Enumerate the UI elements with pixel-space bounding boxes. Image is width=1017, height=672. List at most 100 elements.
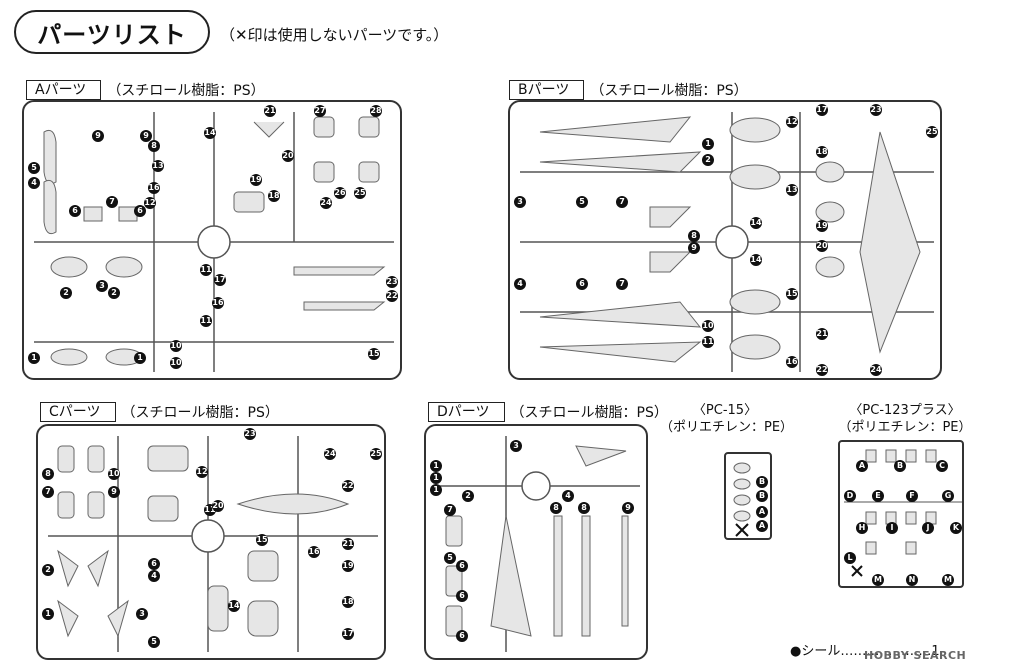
pc15-letter: B xyxy=(756,490,768,502)
part-num: 2 xyxy=(702,154,714,166)
part-num: 9 xyxy=(108,486,120,498)
part-num: 23 xyxy=(870,104,882,116)
part-num: 4 xyxy=(148,570,160,582)
part-num: 3 xyxy=(514,196,526,208)
part-num: 13 xyxy=(786,184,798,196)
section-b-material: （スチロール樹脂：PS） xyxy=(590,83,748,99)
part-num: 7 xyxy=(42,486,54,498)
section-c-tag: Cパーツ xyxy=(40,402,116,422)
runner-c-drawing xyxy=(48,436,378,652)
part-num: 16 xyxy=(212,297,224,309)
part-num: 8 xyxy=(688,230,700,242)
part-num: 10 xyxy=(170,340,182,352)
part-num: 17 xyxy=(816,104,828,116)
section-b-label: Bパーツ （スチロール樹脂：PS） xyxy=(509,80,748,100)
pc123-header: 〈PC-123プラス〉 （ポリエチレン：PE） xyxy=(820,402,990,436)
watermark: HOBBY SEARCH xyxy=(864,649,967,662)
part-num: 24 xyxy=(324,448,336,460)
pc123-drawing xyxy=(844,449,962,577)
part-num: 4 xyxy=(28,177,40,189)
part-num: 6 xyxy=(134,205,146,217)
part-num: 6 xyxy=(69,205,81,217)
part-num: 14 xyxy=(750,254,762,266)
part-num: 8 xyxy=(148,140,160,152)
part-num: 5 xyxy=(28,162,40,174)
pc123-letter: A xyxy=(856,460,868,472)
pc123-letter: L xyxy=(844,552,856,564)
part-num: 14 xyxy=(228,600,240,612)
pc15-letter: A xyxy=(756,506,768,518)
part-num: 6 xyxy=(456,560,468,572)
part-num: 7 xyxy=(616,196,628,208)
runner-d-drawing xyxy=(436,436,640,652)
part-num: 9 xyxy=(140,130,152,142)
part-num: 19 xyxy=(250,174,262,186)
part-num: 18 xyxy=(342,596,354,608)
runner-b-drawing xyxy=(520,112,934,372)
part-num: 3 xyxy=(96,280,108,292)
part-num: 11 xyxy=(200,315,212,327)
runner-pc123: A B C D E F G H I J K L M N M xyxy=(838,440,964,588)
part-num: 10 xyxy=(108,468,120,480)
part-num: 5 xyxy=(576,196,588,208)
section-d-material: （スチロール樹脂：PS） xyxy=(510,405,668,421)
part-num: 9 xyxy=(92,130,104,142)
part-num: 14 xyxy=(204,127,216,139)
pc123-letter: H xyxy=(856,522,868,534)
part-num: 23 xyxy=(244,428,256,440)
runner-a: 9 9 8 5 4 7 6 6 2 3 2 1 1 13 16 12 14 21… xyxy=(22,100,402,380)
part-num: 5 xyxy=(444,552,456,564)
part-num: 16 xyxy=(786,356,798,368)
part-num: 25 xyxy=(926,126,938,138)
section-a-tag: Aパーツ xyxy=(26,80,102,100)
seal-count: ●シール…………………1 xyxy=(790,644,940,659)
part-num: 24 xyxy=(870,364,882,376)
pc123-letter: B xyxy=(894,460,906,472)
part-num: 1 xyxy=(42,608,54,620)
part-num: 19 xyxy=(816,220,828,232)
part-num: 3 xyxy=(136,608,148,620)
part-num: 11 xyxy=(200,264,212,276)
part-num: 8 xyxy=(42,468,54,480)
part-num: 20 xyxy=(816,240,828,252)
part-num: 3 xyxy=(510,440,522,452)
part-num: 8 xyxy=(550,502,562,514)
part-num: 1 xyxy=(134,352,146,364)
part-num: 6 xyxy=(576,278,588,290)
part-num: 7 xyxy=(616,278,628,290)
runner-b: 1 2 3 5 7 4 6 7 8 9 10 11 12 13 14 14 15… xyxy=(508,100,942,380)
pc15-drawing xyxy=(733,462,751,537)
part-num: 8 xyxy=(578,502,590,514)
part-num: 6 xyxy=(456,590,468,602)
runner-a-drawing xyxy=(34,112,394,372)
pc15-header: 〈PC-15〉 （ポリエチレン：PE） xyxy=(660,402,794,436)
part-num: 18 xyxy=(816,146,828,158)
part-num: 21 xyxy=(264,105,276,117)
pc123-letter: C xyxy=(936,460,948,472)
section-d-tag: Dパーツ xyxy=(428,402,505,422)
pc123-letter: G xyxy=(942,490,954,502)
part-num: 1 xyxy=(430,484,442,496)
part-num: 22 xyxy=(816,364,828,376)
runner-d: 3 1 1 1 2 4 7 8 8 9 5 6 6 6 xyxy=(424,424,648,660)
part-num: 15 xyxy=(368,348,380,360)
section-a-material: （スチロール樹脂：PS） xyxy=(107,83,265,99)
pc15-name: 〈PC-15〉 xyxy=(692,403,758,418)
pc123-letter: D xyxy=(844,490,856,502)
part-num: 21 xyxy=(816,328,828,340)
part-num: 2 xyxy=(462,490,474,502)
part-num: 9 xyxy=(622,502,634,514)
part-num: 17 xyxy=(214,274,226,286)
pc15-material: （ポリエチレン：PE） xyxy=(660,420,794,435)
part-num: 11 xyxy=(702,336,714,348)
part-num: 1 xyxy=(28,352,40,364)
part-num: 24 xyxy=(320,197,332,209)
part-num: 18 xyxy=(268,190,280,202)
part-num: 2 xyxy=(60,287,72,299)
part-num: 7 xyxy=(444,504,456,516)
part-num: 1 xyxy=(430,472,442,484)
part-num: 12 xyxy=(196,466,208,478)
part-num: 16 xyxy=(148,182,160,194)
pc123-letter: M xyxy=(872,574,884,586)
part-num: 12 xyxy=(786,116,798,128)
